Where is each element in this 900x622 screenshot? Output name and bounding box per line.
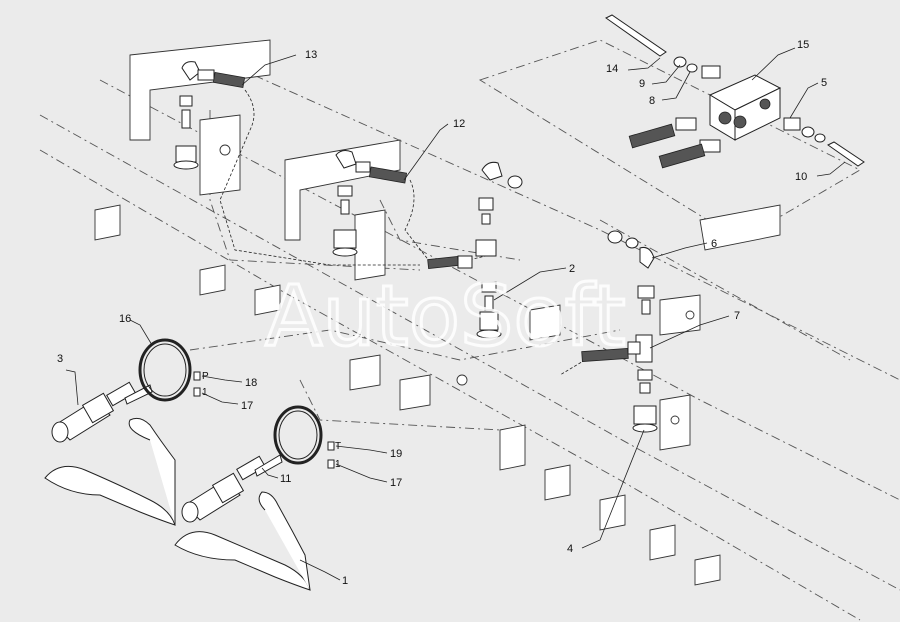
callout-9: 9 bbox=[639, 78, 645, 90]
callout-2: 2 bbox=[569, 263, 575, 275]
dust-caps bbox=[44, 417, 311, 591]
callout-1: 1 bbox=[342, 575, 348, 587]
callout-4: 4 bbox=[567, 543, 573, 555]
callout-11: 11 bbox=[280, 473, 291, 485]
callout-3: 3 bbox=[57, 353, 63, 365]
frame-brackets bbox=[94, 39, 781, 586]
hose-assembly-12 bbox=[332, 150, 523, 269]
callout-8: 8 bbox=[649, 95, 655, 107]
callout-15: 15 bbox=[797, 39, 809, 51]
callout-labels: 13 12 2 7 6 5 15 14 9 8 10 4 16 3 18 17 … bbox=[57, 39, 827, 587]
straps-16 bbox=[138, 338, 323, 465]
callout-6: 6 bbox=[711, 238, 717, 250]
callout-14: 14 bbox=[606, 63, 618, 75]
fitting-2 bbox=[476, 281, 502, 339]
callout-5: 5 bbox=[821, 77, 827, 89]
leader-lines bbox=[65, 47, 846, 581]
watermark: AutoSoft bbox=[265, 267, 626, 365]
callout-17-bottom: 17 bbox=[390, 477, 402, 489]
callout-12: 12 bbox=[453, 118, 465, 130]
plate-tag-1a: 1 bbox=[202, 387, 208, 398]
fittings-6-7-4 bbox=[581, 230, 658, 433]
callout-17-top: 17 bbox=[241, 400, 253, 412]
callout-16: 16 bbox=[119, 313, 131, 325]
callout-19: 19 bbox=[390, 448, 402, 460]
callout-13: 13 bbox=[305, 49, 317, 61]
callout-18: 18 bbox=[245, 377, 257, 389]
manifold-assembly-15 bbox=[605, 14, 865, 169]
hose-assembly-13 bbox=[173, 61, 246, 170]
callout-7: 7 bbox=[734, 310, 740, 322]
callout-10: 10 bbox=[795, 171, 807, 183]
coupling-11 bbox=[181, 454, 283, 523]
